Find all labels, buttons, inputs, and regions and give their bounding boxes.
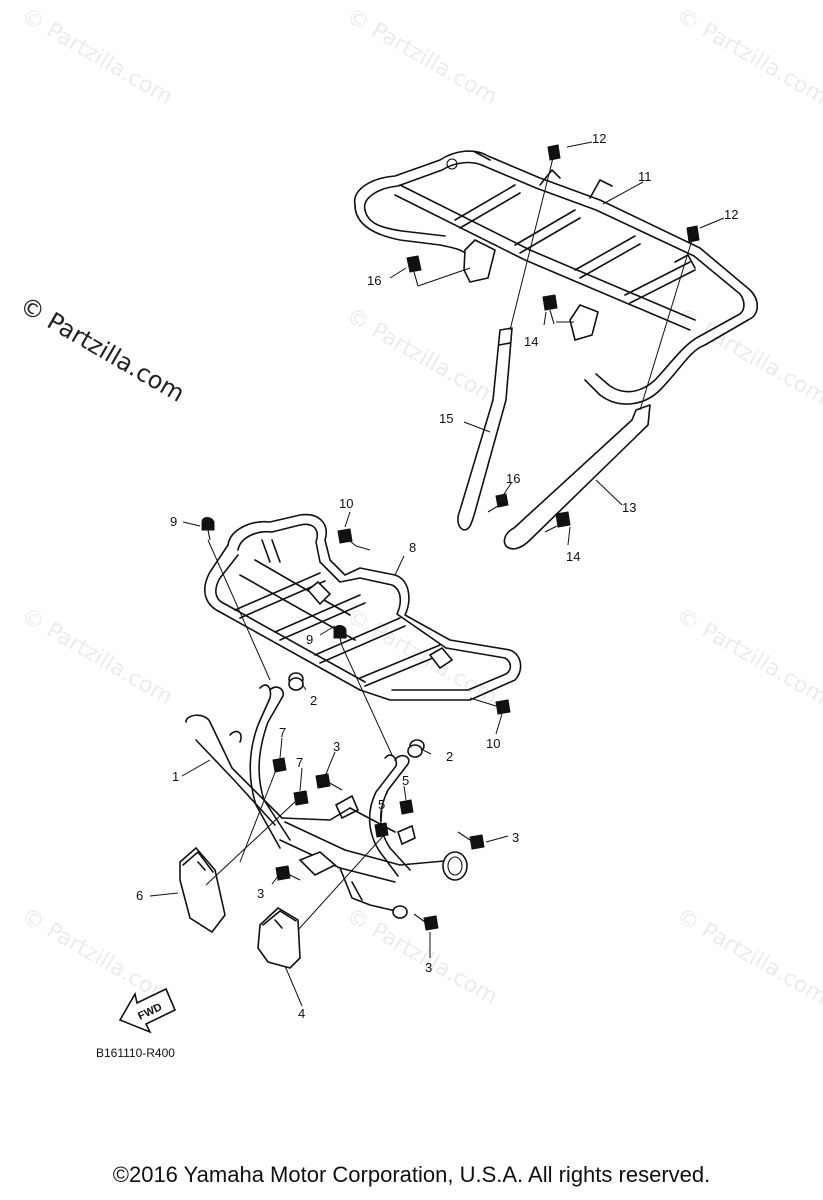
protector-6 [179, 846, 226, 934]
callout-15: 15 [439, 411, 453, 426]
callout-2: 2 [446, 749, 453, 764]
callout-1: 1 [172, 769, 179, 784]
front-guard [185, 684, 468, 919]
bolt-3d [413, 913, 439, 931]
bolt-12a [547, 144, 561, 161]
callout-5: 5 [378, 797, 385, 812]
callout-16: 16 [506, 471, 520, 486]
bolt-14a [542, 294, 558, 325]
callout-2: 2 [310, 693, 317, 708]
callout-4: 4 [298, 1006, 305, 1021]
bolt-12b [686, 225, 700, 243]
bolt-16b [487, 493, 509, 513]
callout-9: 9 [170, 514, 177, 529]
watermark: © Partzilla.com [342, 604, 502, 711]
callout-12: 12 [724, 207, 738, 222]
watermark: © Partzilla.com [672, 604, 823, 711]
callout-8: 8 [409, 540, 416, 555]
bolt-10a [337, 528, 357, 547]
bolt-9b [333, 625, 347, 647]
callout-14: 14 [566, 549, 580, 564]
watermark: © Partzilla.com [342, 304, 502, 411]
callouts: 1 2 2 3 3 3 3 4 5 5 6 7 7 8 9 9 10 10 11… [136, 131, 738, 1021]
callout-7: 7 [296, 755, 303, 770]
watermark: © Partzilla.com [17, 4, 177, 111]
bolt-16a [406, 255, 422, 287]
callout-6: 6 [136, 888, 143, 903]
rear-stay-13 [503, 404, 651, 550]
callout-11: 11 [638, 169, 652, 184]
watermark-layer: © Partzilla.com © Partzilla.com © Partzi… [17, 4, 823, 1011]
side-watermark: © Partzilla.com [15, 291, 189, 408]
callout-9: 9 [306, 632, 313, 647]
collar-2a [288, 672, 304, 691]
bolt-5a [399, 799, 414, 815]
callout-13: 13 [622, 500, 636, 515]
collar-2b [407, 739, 425, 758]
bolt-3a [315, 773, 343, 791]
watermark: © Partzilla.com [672, 4, 823, 111]
watermark: © Partzilla.com [17, 904, 177, 1011]
bolt-5b [374, 822, 389, 838]
callout-3: 3 [512, 830, 519, 845]
front-carrier [204, 513, 522, 701]
watermark: © Partzilla.com [342, 4, 502, 111]
bolt-10b [495, 699, 511, 715]
callout-10: 10 [486, 736, 500, 751]
bolt-7b [293, 790, 309, 806]
callout-3: 3 [425, 960, 432, 975]
callout-7: 7 [279, 725, 286, 740]
watermark: © Partzilla.com [672, 904, 823, 1011]
rear-stay-15 [457, 327, 513, 531]
drawing-code: B161110-R400 [96, 1046, 175, 1060]
callout-3: 3 [257, 886, 264, 901]
copyright-notice: ©2016 Yamaha Motor Corporation, U.S.A. A… [112, 1162, 711, 1187]
rear-carrier [354, 150, 759, 405]
callout-14: 14 [524, 334, 538, 349]
fwd-arrow: FWD [118, 987, 177, 1034]
protector-4 [257, 907, 301, 969]
bolt-7a [272, 757, 287, 773]
callout-5: 5 [402, 773, 409, 788]
callout-16: 16 [367, 273, 381, 288]
leader-lines [149, 141, 725, 1007]
bolt-9a [201, 517, 215, 541]
bolt-3c [275, 865, 301, 881]
bolt-3b [457, 831, 485, 850]
callout-3: 3 [333, 739, 340, 754]
callout-12: 12 [592, 131, 606, 146]
parts-diagram: © Partzilla.com © Partzilla.com © Partzi… [15, 4, 823, 1060]
watermark: © Partzilla.com [17, 604, 177, 711]
callout-10: 10 [339, 496, 353, 511]
bolt-14b [544, 511, 571, 533]
